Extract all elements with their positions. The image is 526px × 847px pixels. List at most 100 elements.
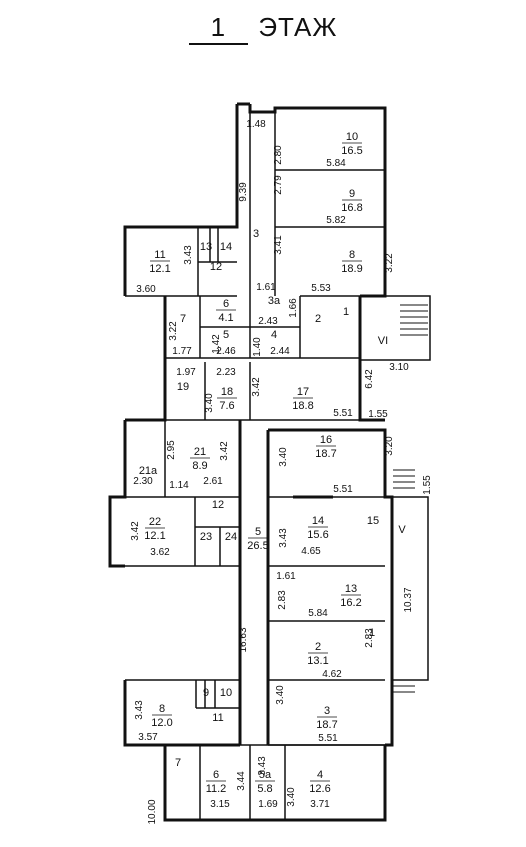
room-number: 11 <box>154 249 165 261</box>
floor-label: ЭТАЖ <box>258 12 338 42</box>
dimension-label: 2.61 <box>203 476 223 487</box>
room-area: 26.5 <box>247 540 268 552</box>
dimension-label: 9.39 <box>238 182 249 202</box>
room-area: 18.7 <box>316 719 337 731</box>
room-number: 8 <box>349 249 355 261</box>
room-number: 13 <box>345 583 357 595</box>
room-number: 2 <box>315 641 321 653</box>
room-area: 16.8 <box>341 202 362 214</box>
room-number: 6 <box>213 769 219 781</box>
dimension-label: 1.55 <box>422 475 433 495</box>
dimension-label: 1.14 <box>169 480 189 491</box>
room-number: 14 <box>220 241 232 253</box>
room-area: 18.7 <box>315 448 336 460</box>
dimension-label: 2.80 <box>273 145 284 165</box>
room-number: 9 <box>203 687 209 699</box>
dimension-label: 2.30 <box>133 476 153 487</box>
dimension-label: 5.51 <box>333 484 353 495</box>
room-area: 11.2 <box>206 783 227 795</box>
room-number: 19 <box>177 381 189 393</box>
dimension-label: 5.51 <box>318 733 338 744</box>
room-number: V <box>398 524 406 536</box>
dimension-label: 3.20 <box>384 436 395 456</box>
room-number: 12 <box>212 499 224 511</box>
dimension-label: 3.43 <box>278 528 289 548</box>
dimension-label: 2.23 <box>216 367 236 378</box>
dimension-label: 1.97 <box>176 367 196 378</box>
dimension-label: 6.42 <box>364 369 375 389</box>
room-number: 5 <box>255 526 261 538</box>
dimension-label: 4.65 <box>301 546 321 557</box>
dimension-label: 2.46 <box>216 346 236 357</box>
dimension-label: 2.43 <box>258 316 278 327</box>
dimension-label: 3.42 <box>130 521 141 541</box>
room-number: 5 <box>223 329 229 341</box>
dimension-label: 1.77 <box>172 346 192 357</box>
room-number: 14 <box>312 515 324 527</box>
dimension-label: 2.44 <box>270 346 290 357</box>
dimension-label: 1.42 <box>211 334 222 354</box>
dimension-label: 1.61 <box>276 571 296 582</box>
dimension-label: 2.83 <box>277 590 288 610</box>
room-area: 16.5 <box>341 145 362 157</box>
dimension-label: 3.40 <box>278 447 289 467</box>
room-number: 10 <box>220 687 232 699</box>
room-number: 3а <box>268 295 281 307</box>
dimension-label: 2.83 <box>364 628 375 648</box>
dimension-label: 4.62 <box>322 669 342 680</box>
dimension-label: 3.41 <box>273 235 284 255</box>
room-number: 1 <box>369 627 375 639</box>
dimension-label: 2.95 <box>166 440 177 460</box>
room-number: 2 <box>315 313 321 325</box>
room-number: 7 <box>175 757 181 769</box>
room-number: 9 <box>349 188 355 200</box>
room-number: VI <box>378 335 388 347</box>
room-area: 12.6 <box>309 783 330 795</box>
room-number: 23 <box>200 531 212 543</box>
dimension-label: 3.15 <box>210 799 230 810</box>
floor-title: 1 ЭТАЖ <box>0 12 526 45</box>
dimension-label: 3.43 <box>134 700 145 720</box>
dimension-label: 1.55 <box>368 409 388 420</box>
dimension-label: 3.62 <box>150 547 170 558</box>
dimension-label: 3.42 <box>251 377 262 397</box>
dimension-label: 1.61 <box>256 282 276 293</box>
room-area: 5.8 <box>257 783 272 795</box>
room-area: 16.2 <box>340 597 361 609</box>
room-number: 4 <box>317 769 323 781</box>
dimension-label: 10.00 <box>147 799 158 824</box>
room-area: 12.1 <box>144 530 165 542</box>
room-number: 21 <box>194 446 206 458</box>
dimension-label: 5.84 <box>326 158 346 169</box>
dimension-label: 16.63 <box>238 627 249 652</box>
dimension-label: 3.10 <box>389 362 409 373</box>
room-number: 3 <box>253 228 259 240</box>
room-number: 13 <box>200 241 212 253</box>
room-number: 24 <box>225 531 237 543</box>
dimension-label: 1.66 <box>288 298 299 318</box>
dimension-label: 3.71 <box>310 799 330 810</box>
room-number: 8 <box>159 703 165 715</box>
dimension-label: 3.40 <box>286 787 297 807</box>
stair-treads <box>393 304 428 693</box>
dimension-label: 3.43 <box>183 245 194 265</box>
room-number: 5а <box>259 769 272 781</box>
dimension-label: 3.57 <box>138 732 158 743</box>
dimension-label: 5.53 <box>311 283 331 294</box>
room-area: 8.9 <box>192 460 207 472</box>
room-number: 10 <box>346 131 358 143</box>
dimension-label: 5.51 <box>333 408 353 419</box>
room-number: 18 <box>221 386 233 398</box>
dimension-label: 1.40 <box>252 337 263 357</box>
dimension-label: 3.42 <box>219 441 230 461</box>
dimension-label: 1.48 <box>246 119 266 130</box>
room-area: 12.0 <box>151 717 172 729</box>
dimension-label: 3.40 <box>204 393 215 413</box>
room-number: 15 <box>367 515 379 527</box>
room-number: 1 <box>343 306 349 318</box>
room-number: 12 <box>210 261 222 273</box>
dimension-label: 3.60 <box>136 284 156 295</box>
